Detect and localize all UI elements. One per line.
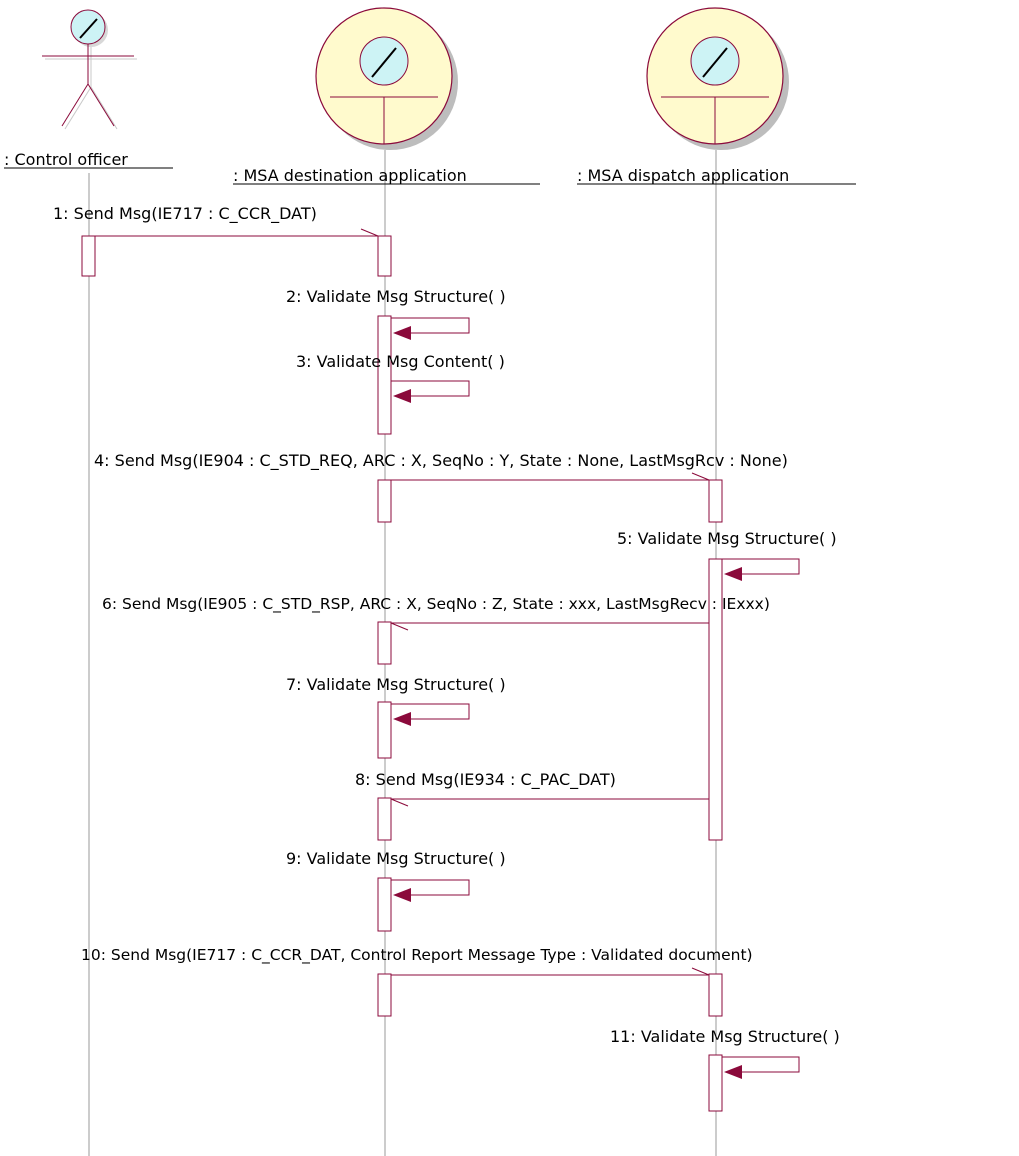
- message-arrow: [390, 622, 709, 631]
- message-label: 4: Send Msg(IE904 : C_STD_REQ, ARC : X, …: [94, 451, 788, 471]
- self-message-arrow: [391, 703, 470, 726]
- activation-bar: [377, 973, 392, 1017]
- self-message-arrow: [391, 879, 470, 902]
- activation-bar: [377, 621, 392, 665]
- message-arrow: [95, 228, 379, 237]
- message-arrow: [391, 472, 710, 481]
- activation-bar: [377, 797, 392, 841]
- activation-bar: [377, 701, 392, 759]
- message-arrow: [390, 798, 709, 807]
- message-arrow: [391, 967, 710, 976]
- activation-bar: [377, 235, 392, 277]
- self-message-arrow: [722, 1056, 800, 1079]
- self-message-arrow: [391, 380, 470, 403]
- message-label: 10: Send Msg(IE717 : C_CCR_DAT, Control …: [81, 946, 753, 965]
- activation-bar: [377, 479, 392, 523]
- self-message-arrow: [722, 558, 800, 581]
- activation-bar: [377, 315, 392, 435]
- self-message-arrow: [391, 317, 470, 340]
- activation-bar: [708, 1054, 723, 1112]
- message-label: 11: Validate Msg Structure( ): [610, 1027, 840, 1046]
- participant-label-msa-destination: : MSA destination application: [233, 166, 467, 185]
- message-label: 3: Validate Msg Content( ): [296, 352, 505, 371]
- message-label: 5: Validate Msg Structure( ): [617, 529, 837, 548]
- message-label: 8: Send Msg(IE934 : C_PAC_DAT): [355, 770, 616, 790]
- boundary-object-icon: [646, 7, 789, 150]
- boundary-object-icon: [315, 7, 458, 150]
- participant-label-msa-dispatch: : MSA dispatch application: [577, 166, 789, 185]
- activation-bar: [377, 877, 392, 932]
- message-label: 9: Validate Msg Structure( ): [286, 849, 506, 868]
- activation-bar: [708, 973, 723, 1017]
- actor-stick-figure-icon: [42, 9, 137, 130]
- message-label: 2: Validate Msg Structure( ): [286, 287, 506, 306]
- activation-bar: [708, 479, 723, 523]
- message-label: 7: Validate Msg Structure( ): [286, 675, 506, 694]
- message-label: 6: Send Msg(IE905 : C_STD_RSP, ARC : X, …: [102, 595, 770, 614]
- activation-bar: [81, 235, 96, 277]
- activation-bar: [708, 558, 723, 841]
- message-label: 1: Send Msg(IE717 : C_CCR_DAT): [53, 204, 317, 224]
- participant-label-control-officer: : Control officer: [4, 150, 128, 169]
